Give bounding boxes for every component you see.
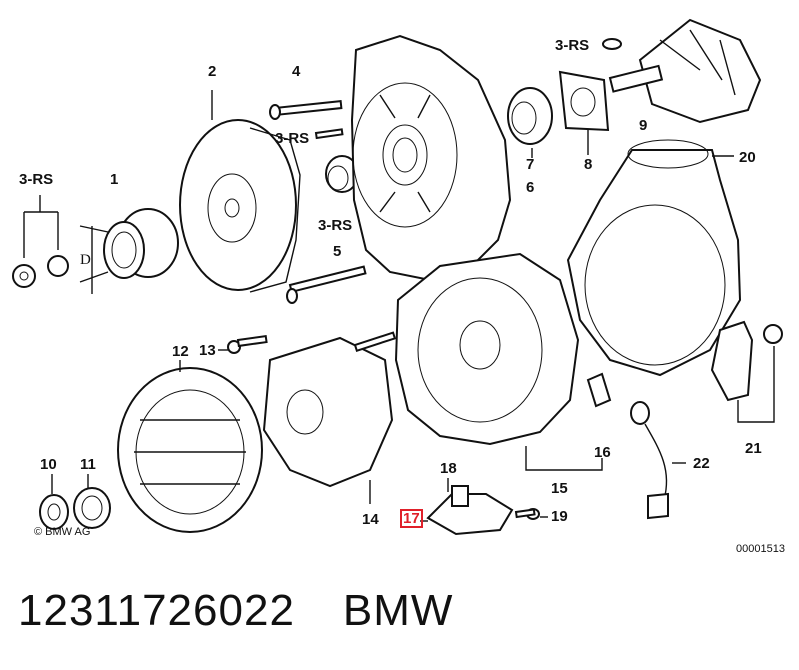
label-part-22[interactable]: 22	[693, 455, 710, 472]
part-1-pulley-sleeve	[79, 208, 179, 294]
part-22-wire	[630, 401, 686, 520]
label-part-16[interactable]: 16	[594, 444, 611, 461]
part-13-screw	[218, 334, 268, 354]
label-part-15[interactable]: 15	[551, 480, 568, 497]
part-14-rectifier	[262, 331, 397, 504]
label-part-17-highlighted[interactable]: 17	[400, 509, 423, 528]
label-part-10[interactable]: 10	[40, 456, 57, 473]
part-16-sleeve	[586, 372, 612, 408]
label-part-7[interactable]: 7	[526, 156, 535, 173]
label-part-14[interactable]: 14	[362, 511, 379, 528]
part-8-plate	[558, 70, 610, 155]
label-part-5[interactable]: 5	[333, 243, 342, 260]
image-number: 00001513	[736, 543, 785, 555]
label-part-4[interactable]: 4	[292, 63, 301, 80]
copyright-notice: © BMW AG	[34, 526, 91, 538]
label-part-19[interactable]: 19	[551, 508, 568, 525]
part-7-bearing	[507, 87, 553, 158]
part-9-rotor	[602, 18, 762, 124]
part-15-housing	[394, 252, 603, 471]
label-part-6[interactable]: 6	[526, 179, 535, 196]
part-6-end-housing	[350, 34, 512, 282]
label-part-1[interactable]: 1	[110, 171, 119, 188]
caption-brand: BMW	[342, 586, 454, 635]
part-12-stator	[117, 360, 263, 533]
label-part-8[interactable]: 8	[584, 156, 593, 173]
label-part-2[interactable]: 2	[208, 63, 217, 80]
part-20-housing	[566, 139, 742, 377]
label-part-3rs-right[interactable]: 3-RS	[555, 37, 590, 54]
part-21-bracket	[710, 320, 783, 423]
label-part-20[interactable]: 20	[739, 149, 756, 166]
label-part-3rs-left[interactable]: 3-RS	[19, 171, 54, 188]
label-part-3rs-upper[interactable]: 3-RS	[275, 130, 310, 147]
label-part-11[interactable]: 11	[80, 456, 96, 473]
label-part-12[interactable]: 12	[172, 343, 189, 360]
label-part-9[interactable]: 9	[639, 117, 648, 134]
label-part-3rs-middle[interactable]: 3-RS	[318, 217, 353, 234]
part-10-bearing	[39, 474, 69, 530]
caption-part-number: 12311726022	[18, 586, 295, 635]
part-4-bolt	[269, 100, 343, 120]
part-19-screw	[514, 508, 548, 520]
dimension-d-label: D	[80, 252, 91, 268]
part-11-seal	[73, 474, 111, 529]
part-5-bolt	[286, 265, 367, 304]
label-part-18[interactable]: 18	[440, 460, 457, 477]
caption: 12311726022 BMW	[18, 586, 501, 636]
part-2-fan	[179, 90, 301, 293]
label-part-21[interactable]: 21	[745, 440, 762, 457]
label-part-13[interactable]: 13	[199, 342, 216, 359]
part-3rs-nut-washer	[12, 195, 69, 288]
part-18-regulator	[420, 478, 514, 536]
